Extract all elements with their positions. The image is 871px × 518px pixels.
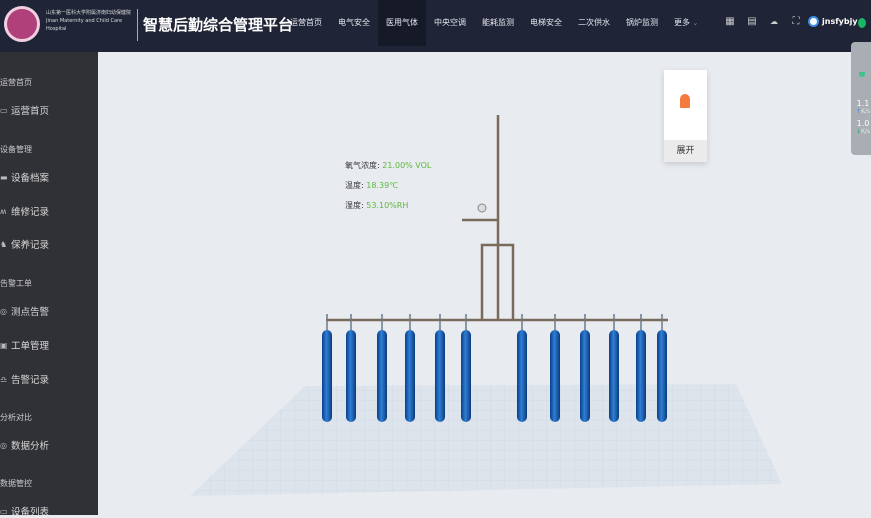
sidebar-item-analysis[interactable]: ◎数据分析 [0,440,50,453]
app-title: 智慧后勤综合管理平台 [143,16,294,34]
username: jnsfybjy [822,17,858,26]
toolbar: ▦ ▤ ☁ ⛶ [724,16,802,28]
chevron-down-icon: ⌄ [692,19,699,27]
monitor-icon: ▭ [0,105,8,115]
hospital-logo [4,6,40,42]
gas-cylinder[interactable] [609,330,619,422]
sidebar-item-device-list[interactable]: ▭设备列表 [0,506,50,518]
nav-more[interactable]: 更多 ⌄ [674,18,699,27]
group-analysis: 分析对比 [0,413,32,422]
bell-icon [680,94,690,108]
sidebar-item-point-alarm[interactable]: ◎测点告警 [0,306,50,319]
archive-icon: ▬ [0,172,8,182]
qrcode-icon[interactable]: ▦ [725,16,735,27]
main-nav: 运营首页 电气安全 医用气体 中央空调 能耗监测 电梯安全 二次供水 锅炉监测 … [282,0,706,46]
gas-cylinder[interactable] [405,330,415,422]
group-data: 数据管控 [0,479,32,488]
nav-medical-gas[interactable]: 医用气体 [378,0,426,46]
analysis-icon: ◎ [0,440,7,450]
screen-icon[interactable]: ▤ [747,16,757,27]
wrench-icon: ʍ [0,206,7,216]
gas-cylinder[interactable] [461,330,471,422]
gas-cylinder[interactable] [435,330,445,422]
order-icon: ▣ [0,340,8,350]
sidebar-item-orders[interactable]: ▣工单管理 [0,340,50,353]
nav-energy[interactable]: 能耗监测 [482,18,514,27]
group-equipment: 设备管理 [0,145,32,154]
cylinders [322,314,667,422]
alarm-point-icon: ◎ [0,306,7,316]
humidity-reading: 湿度: 53.10%RH [345,201,409,210]
gas-cylinder[interactable] [550,330,560,422]
gas-cylinder[interactable] [517,330,527,422]
pressure-gauge [477,203,487,213]
sidebar-item-archive[interactable]: ▬设备档案 [0,172,50,185]
arrow-up-icon: ↑ [855,108,861,115]
user-menu[interactable]: jnsfybjy [808,16,858,27]
nav-operations[interactable]: 运营首页 [290,18,322,27]
gas-cylinder[interactable] [346,330,356,422]
gas-cylinder[interactable] [580,330,590,422]
avatar [808,16,819,27]
group-alarm: 告警工单 [0,279,32,288]
cloud-icon[interactable]: ☁ [770,17,778,26]
nav-elevator[interactable]: 电梯安全 [530,18,562,27]
gas-cylinder[interactable] [657,330,667,422]
gas-cylinder[interactable] [636,330,646,422]
nav-hvac[interactable]: 中央空调 [434,18,466,27]
floor [190,384,782,496]
nav-boiler[interactable]: 锅炉监测 [626,18,658,27]
sensor-readings: 氧气浓度: 21.00% VOL 温度: 18.39℃ 湿度: 53.10%RH [345,156,431,216]
sidebar-item-maintain[interactable]: ♞保养记录 [0,239,50,252]
indicator-icon [859,72,865,77]
group-operations: 运营首页 [0,78,32,87]
sidebar-item-alarm-records[interactable]: ♎告警记录 [0,374,50,387]
expand-button[interactable]: 展开 [664,140,707,162]
oxygen-reading: 氧气浓度: 21.00% VOL [345,161,432,170]
nav-electrical[interactable]: 电气安全 [338,18,370,27]
pipe-system [326,115,668,322]
arrow-down-icon: ↓ [855,128,861,135]
gas-cylinder[interactable] [377,330,387,422]
bell-icon: ♎ [0,374,8,384]
download-speed: 1.0 [856,119,870,128]
status-indicator [858,18,866,28]
list-icon: ▭ [0,506,8,516]
temperature-reading: 温度: 18.39℃ [345,181,399,190]
sidebar-item-operations[interactable]: ▭运营首页 [0,105,50,118]
upload-speed: 1.1 [856,99,870,108]
nav-water[interactable]: 二次供水 [578,18,610,27]
fullscreen-icon[interactable]: ⛶ [792,16,800,27]
alarm-card: 展开 [664,70,707,162]
network-speed-panel: 1.1 ↑K/s 1.0 ↓K/s [851,42,871,155]
maintain-icon: ♞ [0,239,8,249]
gas-cylinder[interactable] [322,330,332,422]
